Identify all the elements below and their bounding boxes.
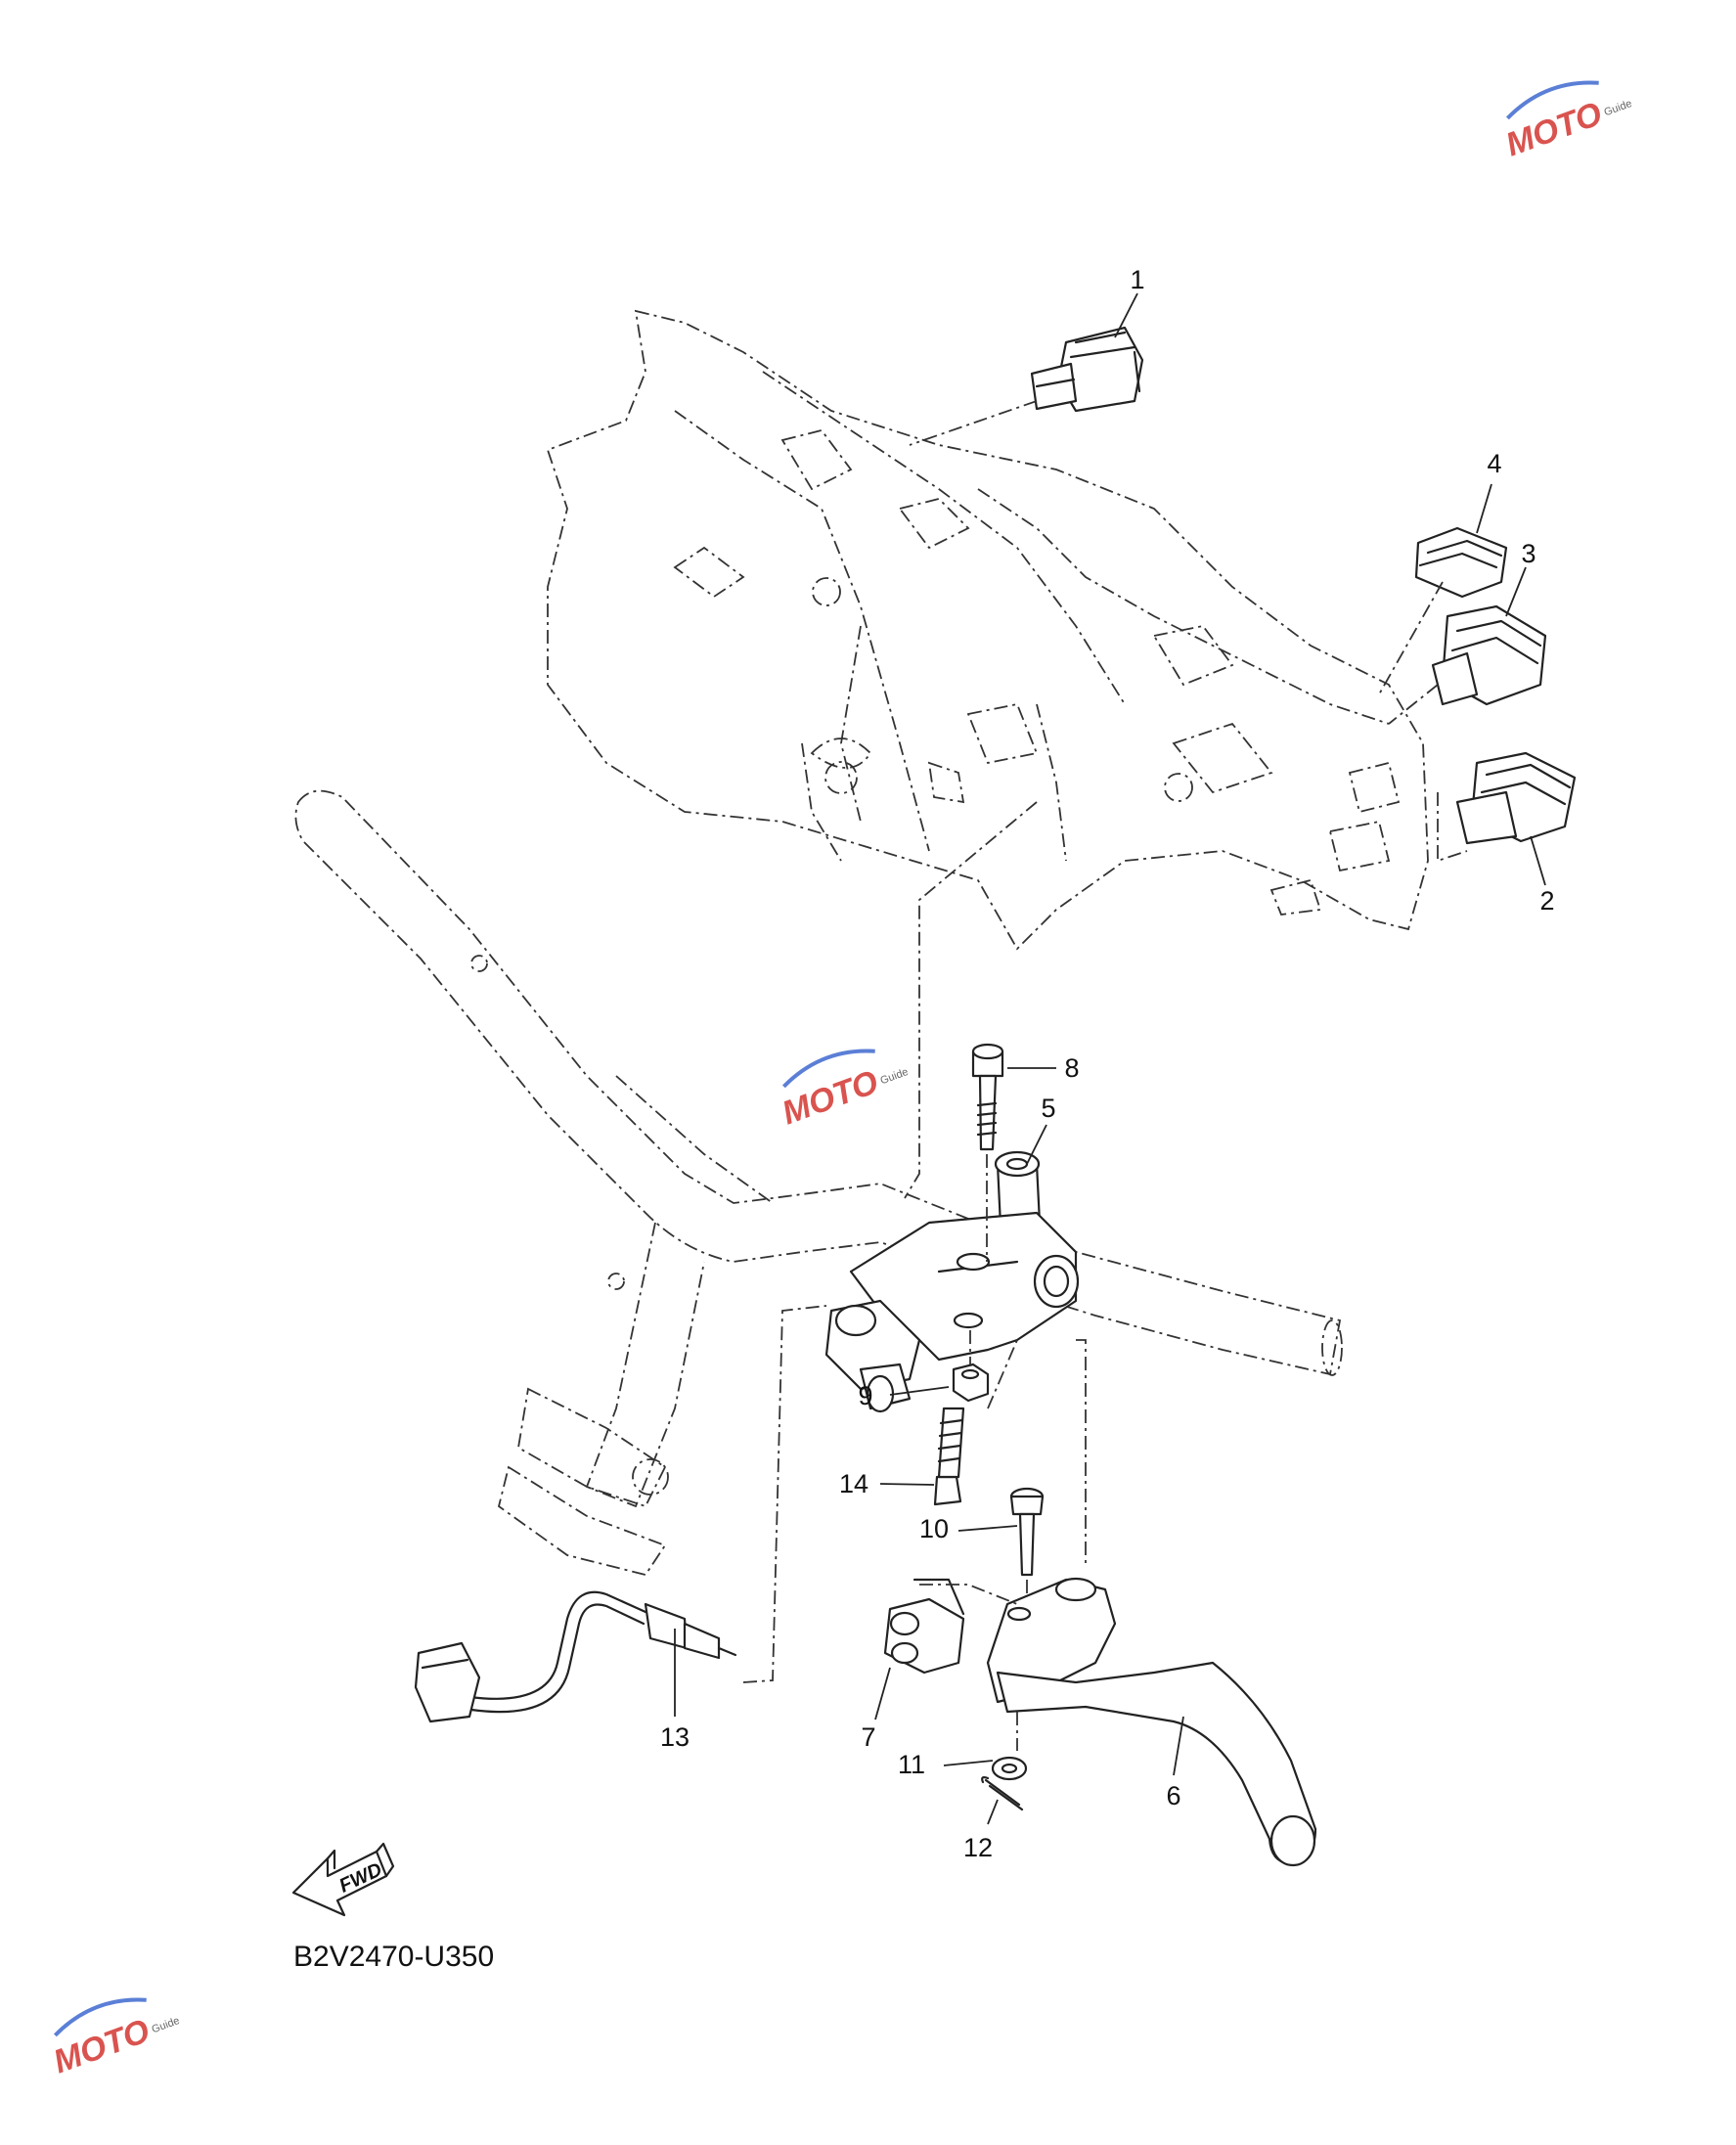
leader-4 [1476,483,1492,534]
callout-8: 8 [1064,1053,1079,1083]
cotter-pin-part-12 [981,1776,1024,1811]
leader-5 [1026,1124,1047,1165]
callout-14: 14 [839,1469,868,1498]
svg-text:MOTO: MOTO [1501,95,1607,163]
svg-text:Guide: Guide [151,2015,182,2035]
leader-14 [879,1483,935,1486]
leader-3 [1505,566,1527,617]
guide-dash-13 [742,1305,827,1683]
callout-2: 2 [1539,886,1554,916]
handlebar-cover [546,309,1429,951]
callout-7: 7 [861,1722,875,1752]
callout-3: 3 [1521,539,1536,568]
guide-dash-14 [987,1339,1018,1409]
lever-holder [824,1211,1080,1413]
nut-part-9 [952,1363,990,1403]
leader-7 [874,1667,891,1720]
callout-12: 12 [963,1833,993,1862]
leader-12 [987,1799,999,1825]
switch-part-3 [1431,604,1547,706]
svg-text:Guide: Guide [879,1066,911,1087]
washer-part-11 [991,1756,1028,1781]
bolt-part-10 [1009,1487,1045,1577]
callout-11: 11 [898,1750,925,1779]
handlebar [294,789,1343,1577]
callout-4: 4 [1487,449,1501,478]
leader-dash-3 [1388,684,1439,725]
leader-dash-1 [909,400,1038,446]
lever-part-6 [986,1577,1317,1867]
leader-10 [957,1525,1018,1532]
leader-11 [943,1760,994,1766]
callout-6: 6 [1166,1781,1180,1810]
switch-part-2 [1455,751,1577,845]
diagram-code: B2V2470-U350 [293,1941,494,1973]
clamp-part-7 [883,1578,965,1675]
leader-9 [889,1386,950,1396]
watermark-center: MOTO Guide [778,1049,911,1133]
leader-dash-2 [1437,792,1468,863]
callout-10: 10 [919,1514,949,1543]
switch-part-1 [1030,326,1144,413]
fwd-arrow-icon: FWD [291,1842,395,1917]
svg-text:MOTO: MOTO [49,2012,155,2080]
watermark-top-right: MOTO Guide [1501,80,1634,164]
leader-dash-4 [1378,581,1444,695]
switch-part-4 [1414,526,1508,599]
leader-6 [1173,1716,1184,1776]
watermark-bottom-left: MOTO Guide [49,1997,182,2081]
callout-5: 5 [1041,1094,1055,1123]
callout-13: 13 [660,1722,690,1752]
bolt-part-8 [971,1043,1004,1151]
callout-1: 1 [1130,265,1144,294]
brake-switch-part-13 [414,1590,737,1723]
callout-9: 9 [858,1381,872,1410]
screw-part-14 [933,1407,965,1506]
svg-text:MOTO: MOTO [778,1063,883,1132]
guide-dash-cover [904,801,1038,1199]
guide-dash-7 [919,1584,1018,1605]
svg-text:Guide: Guide [1603,98,1634,118]
leader-2 [1530,835,1546,886]
guide-dash-6 [1076,1339,1087,1565]
leader-1 [1114,292,1138,338]
